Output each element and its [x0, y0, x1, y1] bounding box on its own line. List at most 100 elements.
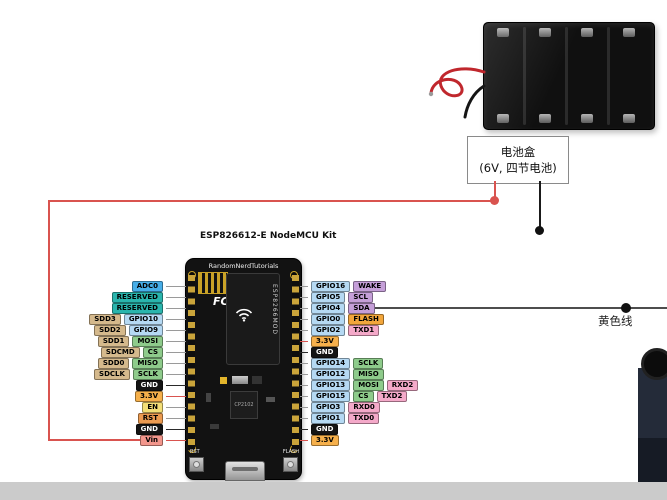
pin-connector-line: [166, 319, 186, 320]
pin-label-gpio14: GPIO14: [311, 358, 351, 369]
pin-label-sclk: SCLK: [132, 369, 163, 380]
battery-red-wire-tip: [428, 91, 434, 97]
pin-label-miso: MISO: [353, 369, 384, 380]
pin-label-gpio10: GPIO10: [123, 314, 163, 325]
pin-label-sda: SDA: [348, 303, 375, 314]
pin-connector-line: [166, 286, 186, 287]
battery-negative-drop-wire: [539, 181, 541, 231]
pin-connector-line: [166, 396, 186, 397]
battery-contact: [539, 114, 551, 123]
pin-label-gpio13: GPIO13: [311, 380, 351, 391]
pin-label-vin: Vin: [140, 435, 163, 446]
pin-label-cs: CS: [142, 347, 163, 358]
pin-connector-line: [300, 308, 308, 309]
pin-label-gpio15: GPIO15: [311, 391, 351, 402]
pin-label-gpio1: GPIO1: [311, 413, 346, 424]
pin-label-gpio16: GPIO16: [311, 281, 351, 292]
positive-wire-junction-dot: [490, 196, 499, 205]
reset-button-label: RST: [190, 449, 200, 455]
pin-label-flash: FLASH: [348, 314, 384, 325]
battery-box-label: 电池盒 (6V, 四节电池): [467, 136, 569, 184]
battery-positive-drop-wire: [494, 181, 496, 202]
pin-connector-line: [300, 374, 308, 375]
pin-label-rst: RST: [137, 413, 163, 424]
pin-label-gnd: GND: [135, 380, 163, 391]
pin-label-sdd0: SDD0: [97, 358, 130, 369]
servo-lower-body: [638, 438, 667, 482]
battery-wires-graphic: [428, 67, 486, 119]
pin-label-scl: SCL: [348, 292, 373, 303]
reset-button: [189, 457, 204, 472]
pin-label-gpio3: GPIO3: [311, 402, 346, 413]
pin-row: 3.3V: [135, 391, 186, 402]
pin-connector-line: [300, 286, 308, 287]
servo-shaft: [641, 348, 667, 380]
battery-gloss: [484, 23, 654, 129]
pin-label-gpio5: GPIO5: [311, 292, 346, 303]
pin-connector-line: [166, 297, 186, 298]
battery-slot-divider: [565, 27, 568, 125]
pin-connector-line: [166, 374, 186, 375]
component-yellow: [220, 377, 227, 384]
servo-body: [638, 368, 667, 438]
pin-connector-line: [300, 440, 308, 441]
pin-label-txd2: TXD2: [376, 391, 408, 402]
pin-connector-line: [166, 407, 186, 408]
pin-connector-line: [300, 363, 308, 364]
pin-connector-line: [166, 429, 186, 430]
pin-connector-line: [300, 429, 308, 430]
pin-connector-line: [166, 385, 186, 386]
flash-button-label: FLASH: [282, 449, 299, 455]
pin-label-miso: MISO: [132, 358, 163, 369]
pin-row: GND: [135, 424, 186, 435]
pin-label-mosi: MOSI: [353, 380, 384, 391]
battery-contact: [581, 114, 593, 123]
pin-header-left: [188, 275, 195, 451]
battery-red-wire: [429, 67, 486, 98]
pin-connector-line: [166, 341, 186, 342]
board-title: ESP826612-E NodeMCU Kit: [200, 231, 337, 241]
pin-connector-line: [166, 330, 186, 331]
battery-slot-divider: [523, 27, 526, 125]
signal-wire-junction-dot: [621, 303, 631, 313]
pin-connector-line: [300, 418, 308, 419]
component-resistor: [210, 424, 219, 429]
pin-label-wake: WAKE: [353, 281, 387, 292]
esp8266-module-shield: ESP8266MOD: [226, 273, 280, 365]
pin-label-gpio9: GPIO9: [128, 325, 163, 336]
pin-label-gpio0: GPIO0: [311, 314, 346, 325]
pin-label-txd1: TXD1: [348, 325, 380, 336]
pin-label-gnd: GND: [135, 424, 163, 435]
battery-slot-divider: [607, 27, 610, 125]
pin-label-sdd1: SDD1: [97, 336, 130, 347]
pin-row: RESERVED: [111, 292, 186, 303]
pin-connector-line: [166, 440, 186, 441]
pin-label-cs: CS: [353, 391, 374, 402]
fcc-mark: FC: [213, 295, 229, 308]
nodemcu-board: RandomNerdTutorials FC ESP8266MOD CP2102…: [185, 258, 302, 481]
yellow-wire-label: 黄色线: [598, 314, 633, 328]
pin-connector-line: [300, 341, 308, 342]
negative-wire-junction-dot: [535, 226, 544, 235]
pin-label-3.3v: 3.3V: [135, 391, 163, 402]
pin-label-rxd2: RXD2: [386, 380, 419, 391]
battery-contact: [497, 28, 509, 37]
battery-contact: [623, 28, 635, 37]
pin-label-gnd: GND: [311, 347, 339, 358]
pin-connector-line: [300, 407, 308, 408]
